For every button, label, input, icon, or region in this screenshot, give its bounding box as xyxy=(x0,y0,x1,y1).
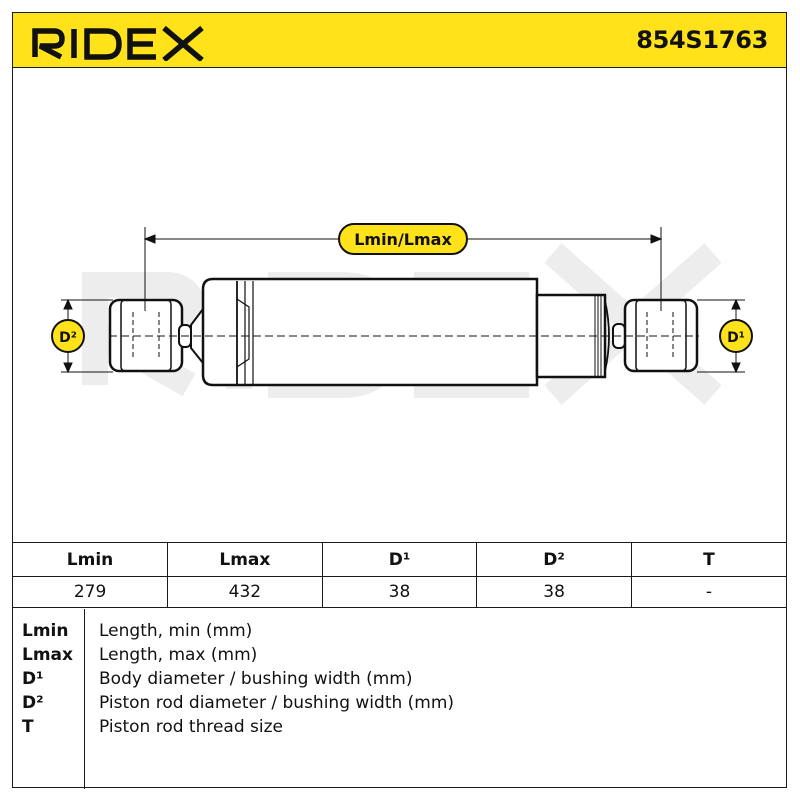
legend-description: Body diameter / bushing width (mm) xyxy=(99,669,413,689)
legend-item: D¹ Body diameter / bushing width (mm) xyxy=(13,669,786,693)
table-header-row: Lmin Lmax D¹ D² T xyxy=(13,542,786,577)
header-lmax: Lmax xyxy=(167,542,323,577)
legend-description: Length, max (mm) xyxy=(99,645,258,665)
dimension-label: Lmin/Lmax xyxy=(354,230,452,249)
legend-key: D² xyxy=(22,693,44,713)
right-diameter-label: D¹ xyxy=(727,330,745,346)
legend-item: T Piston rod thread size xyxy=(13,717,786,741)
legend-key: D¹ xyxy=(22,669,44,689)
header-lmin: Lmin xyxy=(13,542,169,577)
legend-divider xyxy=(84,609,85,789)
header-t: T xyxy=(630,542,786,577)
legend-description: Length, min (mm) xyxy=(99,621,253,641)
legend-key: T xyxy=(22,717,34,737)
left-diameter-label: D² xyxy=(59,330,77,346)
value-t: - xyxy=(630,576,786,608)
length-dimension: Lmin/Lmax xyxy=(143,223,663,311)
part-number: 854S1763 xyxy=(636,26,768,54)
value-d1: 38 xyxy=(321,576,478,608)
brand-logo xyxy=(32,25,204,61)
legend-key: Lmin xyxy=(22,621,69,641)
legend-description: Piston rod thread size xyxy=(99,717,284,737)
technical-drawing: Lmin/Lmax D² D¹ xyxy=(13,67,786,543)
right-diameter-dimension: D¹ xyxy=(697,298,753,374)
specs-table: Lmin Lmax D¹ D² T 279 432 38 38 - xyxy=(13,542,786,608)
legend-item: D² Piston rod diameter / bushing width (… xyxy=(13,693,786,717)
legend-item: Lmax Length, max (mm) xyxy=(13,645,786,669)
value-d2: 38 xyxy=(476,576,632,608)
value-lmin: 279 xyxy=(13,576,169,608)
legend-description: Piston rod diameter / bushing width (mm) xyxy=(99,693,455,713)
shock-absorber-icon xyxy=(108,277,699,387)
legend: Lmin Length, min (mm) Lmax Length, max (… xyxy=(13,609,786,789)
value-lmax: 432 xyxy=(167,576,323,608)
product-sheet: 854S1763 xyxy=(12,12,787,789)
header-d1: D¹ xyxy=(321,542,478,577)
table-row: 279 432 38 38 - xyxy=(13,576,786,608)
legend-item: Lmin Length, min (mm) xyxy=(13,621,786,645)
legend-key: Lmax xyxy=(22,645,73,665)
left-diameter-dimension: D² xyxy=(51,298,113,374)
header-bar: 854S1763 xyxy=(13,13,786,68)
header-d2: D² xyxy=(476,542,632,577)
